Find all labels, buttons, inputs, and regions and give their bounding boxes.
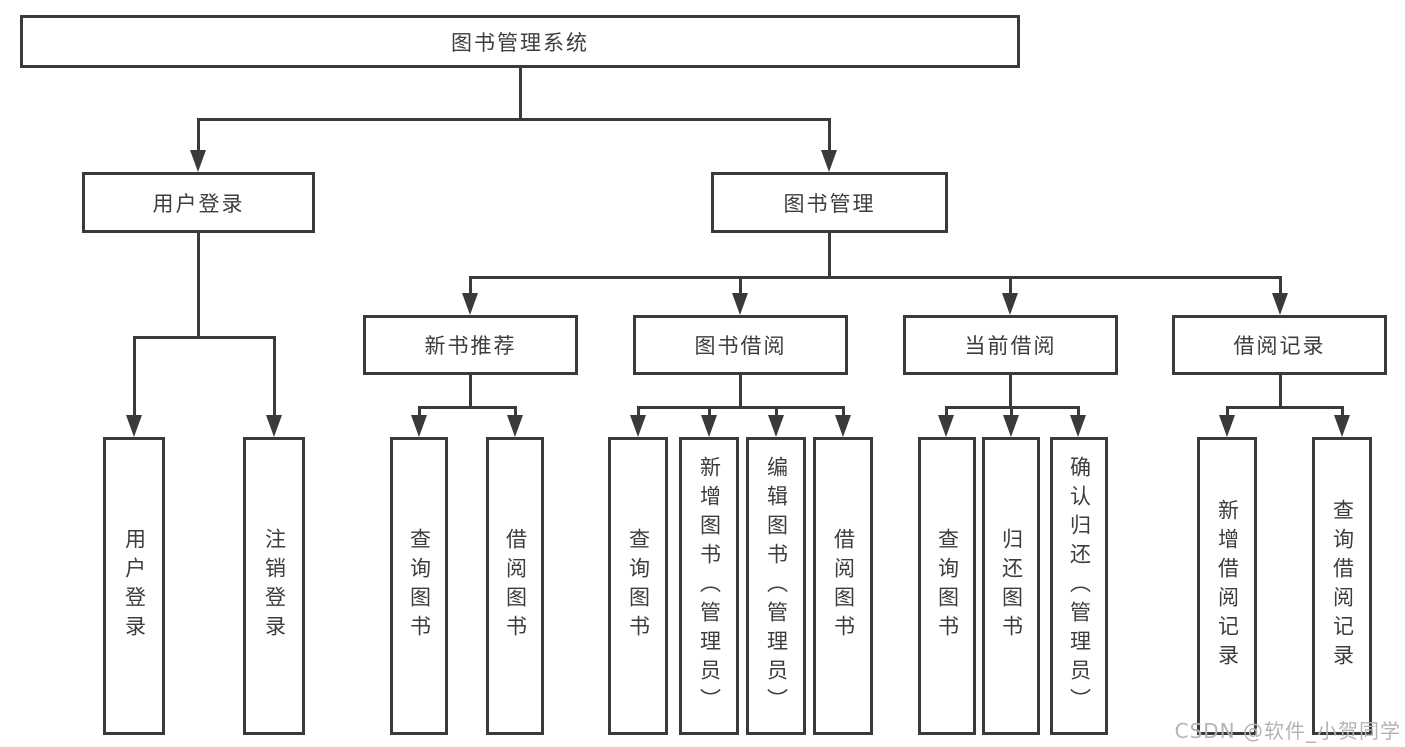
node-leaf-confirm-return-admin: 确认归还（管理员） (1050, 437, 1108, 735)
node-label-leaf-edit-books-admin: 编辑图书（管理员） (764, 455, 789, 717)
connector-shaft-book-borrowing (636, 406, 640, 417)
node-leaf-query-books-2: 查询图书 (608, 437, 668, 735)
connector-shaft-current-borrowing (944, 406, 948, 417)
connector-stub-book-borrowing (738, 375, 742, 409)
arrow-down-icon (126, 415, 142, 437)
csdn-watermark: CSDN @软件_小贺同学 (1174, 719, 1401, 743)
connector-bar-root (196, 118, 831, 121)
node-label-leaf-query-books-2: 查询图书 (626, 528, 651, 644)
node-label-leaf-user-login: 用户登录 (122, 528, 147, 644)
connector-shaft-user-login (132, 336, 136, 417)
connector-shaft-book-management (1008, 276, 1012, 295)
arrow-down-icon (630, 415, 646, 437)
connector-shaft-current-borrowing (1009, 406, 1013, 417)
arrow-down-icon (768, 415, 784, 437)
node-user-login: 用户登录 (82, 172, 315, 233)
arrow-down-icon (462, 293, 478, 315)
arrow-down-icon (938, 415, 954, 437)
connector-bar-new-book-recommend (417, 406, 517, 409)
connector-shaft-new-book-recommend (513, 406, 517, 417)
connector-bar-book-borrowing (636, 406, 845, 409)
node-leaf-query-books-1: 查询图书 (390, 437, 448, 735)
arrow-down-icon (1272, 293, 1288, 315)
node-leaf-borrow-books-2: 借阅图书 (813, 437, 873, 735)
connector-bar-borrowing-records (1225, 406, 1344, 409)
node-leaf-user-login: 用户登录 (103, 437, 165, 735)
arrow-down-icon (821, 150, 837, 172)
connector-shaft-book-borrowing (774, 406, 778, 417)
arrow-down-icon (701, 415, 717, 437)
node-label-leaf-add-books-admin: 新增图书（管理员） (697, 455, 722, 717)
node-book-management: 图书管理 (711, 172, 948, 233)
arrow-down-icon (507, 415, 523, 437)
node-label-user-login: 用户登录 (152, 191, 245, 216)
connector-shaft-user-login (272, 336, 276, 417)
node-label-leaf-return-books: 归还图书 (999, 528, 1024, 644)
connector-shaft-book-management (468, 276, 472, 295)
node-label-book-borrowing: 图书借阅 (694, 334, 787, 358)
connector-shaft-book-management (738, 276, 742, 295)
node-label-leaf-query-borrow-record: 查询借阅记录 (1330, 499, 1355, 673)
arrow-down-icon (732, 293, 748, 315)
connector-shaft-new-book-recommend (417, 406, 421, 417)
connector-stub-new-book-recommend (468, 375, 472, 409)
node-book-borrowing: 图书借阅 (633, 315, 848, 375)
node-leaf-add-books-admin: 新增图书（管理员） (679, 437, 739, 735)
node-label-leaf-confirm-return-admin: 确认归还（管理员） (1067, 455, 1092, 717)
connector-shaft-borrowing-records (1225, 406, 1229, 417)
connector-stub-current-borrowing (1008, 375, 1012, 409)
node-leaf-borrow-books-1: 借阅图书 (486, 437, 544, 735)
connector-bar-book-management (468, 276, 1282, 279)
node-label-leaf-logout: 注销登录 (262, 528, 287, 644)
node-label-borrowing-records: 借阅记录 (1233, 334, 1326, 358)
arrow-down-icon (835, 415, 851, 437)
connector-shaft-borrowing-records (1340, 406, 1344, 417)
connector-stub-book-management (827, 233, 831, 279)
connector-bar-user-login (132, 336, 276, 339)
connector-stub-borrowing-records (1278, 375, 1282, 409)
connector-shaft-current-borrowing (1076, 406, 1080, 417)
arrow-down-icon (1070, 415, 1086, 437)
node-leaf-return-books: 归还图书 (982, 437, 1040, 735)
connector-shaft-root (196, 118, 200, 152)
connector-shaft-root (827, 118, 831, 152)
node-label-leaf-query-books-1: 查询图书 (407, 528, 432, 644)
node-leaf-query-borrow-record: 查询借阅记录 (1312, 437, 1372, 735)
connector-shaft-book-management (1278, 276, 1282, 295)
connector-stub-root (518, 68, 522, 121)
node-label-leaf-borrow-books-2: 借阅图书 (831, 528, 856, 644)
node-leaf-edit-books-admin: 编辑图书（管理员） (746, 437, 806, 735)
arrow-down-icon (1003, 415, 1019, 437)
node-leaf-add-borrow-record: 新增借阅记录 (1197, 437, 1257, 735)
arrow-down-icon (1002, 293, 1018, 315)
node-label-new-book-recommend: 新书推荐 (424, 334, 517, 358)
node-label-leaf-borrow-books-1: 借阅图书 (503, 528, 528, 644)
arrow-down-icon (411, 415, 427, 437)
arrow-down-icon (266, 415, 282, 437)
node-label-leaf-query-books-3: 查询图书 (935, 528, 960, 644)
arrow-down-icon (1219, 415, 1235, 437)
arrow-down-icon (190, 150, 206, 172)
node-root: 图书管理系统 (20, 15, 1020, 68)
node-borrowing-records: 借阅记录 (1172, 315, 1387, 375)
node-label-book-management: 图书管理 (783, 191, 876, 216)
connector-stub-user-login (196, 233, 200, 339)
node-current-borrowing: 当前借阅 (903, 315, 1118, 375)
node-leaf-query-books-3: 查询图书 (918, 437, 976, 735)
node-label-current-borrowing: 当前借阅 (964, 334, 1057, 358)
node-new-book-recommend: 新书推荐 (363, 315, 578, 375)
connector-shaft-book-borrowing (841, 406, 845, 417)
arrow-down-icon (1334, 415, 1350, 437)
connector-shaft-book-borrowing (707, 406, 711, 417)
node-label-leaf-add-borrow-record: 新增借阅记录 (1215, 499, 1240, 673)
node-label-root: 图书管理系统 (451, 30, 589, 55)
node-leaf-logout: 注销登录 (243, 437, 305, 735)
